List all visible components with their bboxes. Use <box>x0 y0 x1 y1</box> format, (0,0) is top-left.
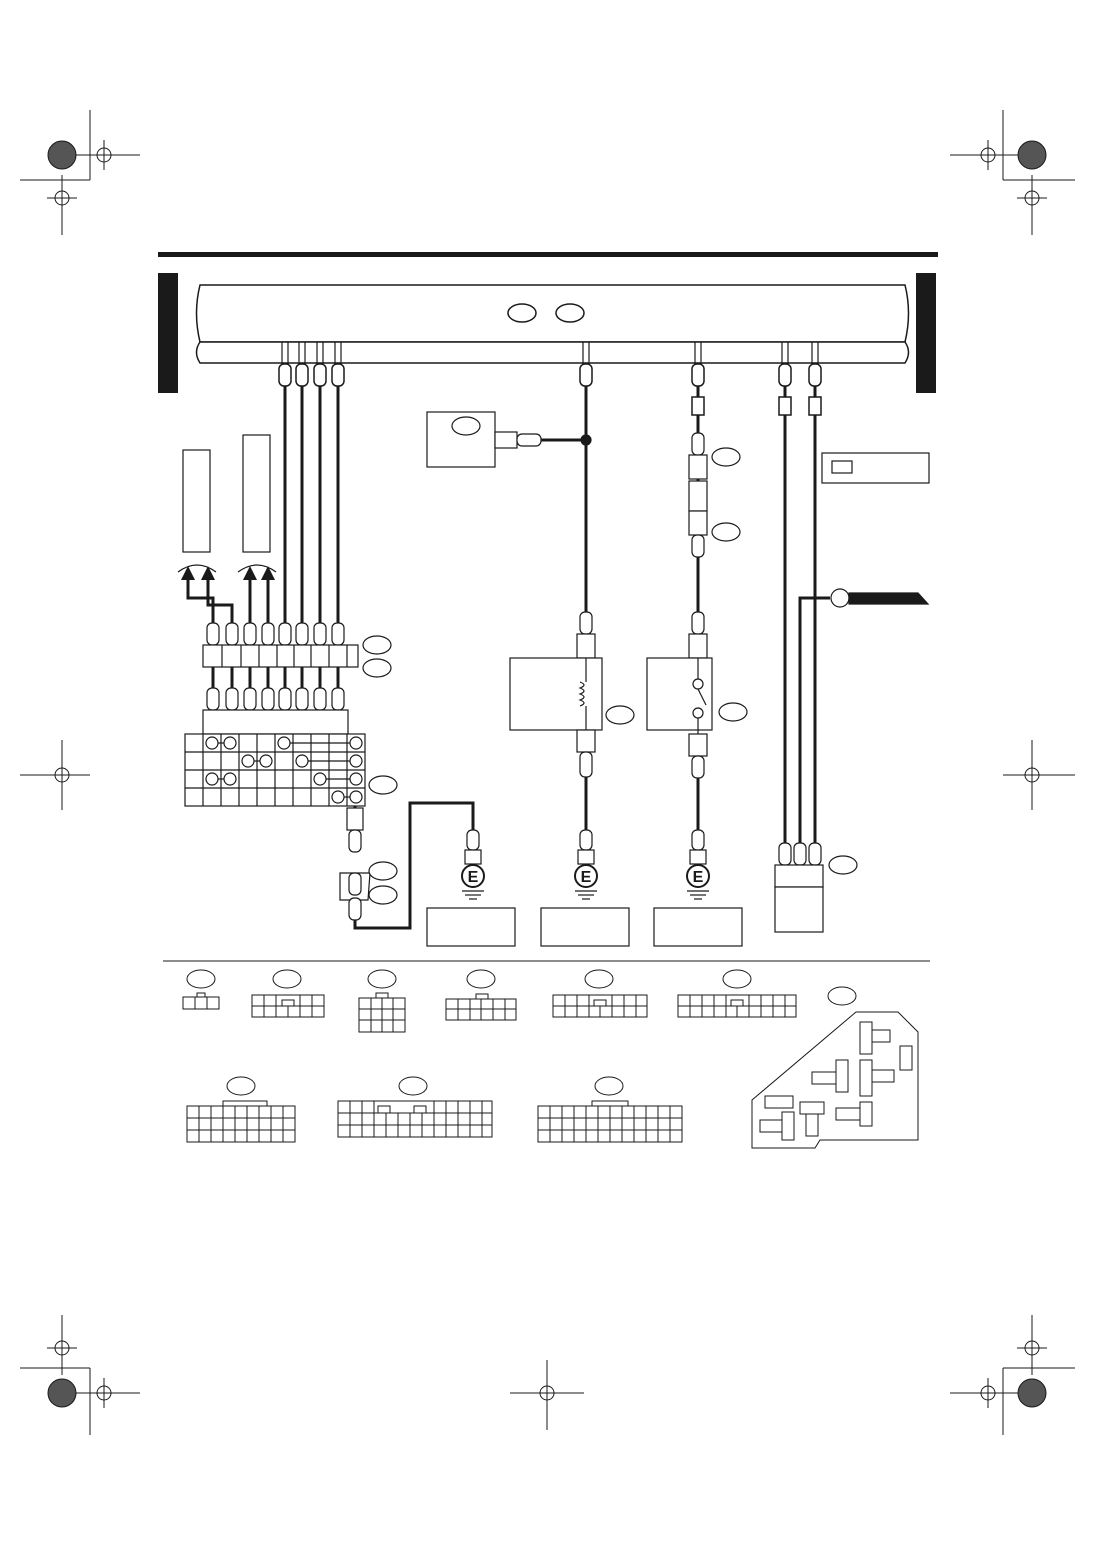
right-side-components <box>774 452 930 933</box>
registration-targets <box>47 140 1047 1408</box>
connector-face-views <box>182 969 919 1149</box>
arrow-up-icon <box>261 566 275 580</box>
destination-box-2 <box>242 434 271 553</box>
crop-mark-bottom-left <box>20 1315 140 1435</box>
terminal-pin <box>778 363 792 387</box>
terminal-pin <box>313 363 327 387</box>
switch-component <box>646 432 748 779</box>
bar-stubs <box>281 342 819 364</box>
signal-arrows <box>181 566 275 580</box>
side-tab-left <box>158 273 178 393</box>
joint-connector-upper-pins <box>206 622 345 646</box>
crop-mark-bottom-center <box>510 1360 584 1430</box>
right-connector-housing <box>774 864 824 888</box>
terminal-pin <box>579 363 593 387</box>
wires <box>186 363 830 930</box>
connector-face-7 <box>186 1076 296 1143</box>
registration-marks <box>20 110 1075 1435</box>
coil-ref-label <box>605 705 635 725</box>
crop-mark-bottom-right <box>950 1315 1075 1435</box>
crop-mark-top-right <box>950 110 1075 235</box>
terminal-pin <box>278 363 292 387</box>
ground-symbol-label-3: E <box>693 869 704 886</box>
terminal-pin <box>691 363 705 387</box>
legend-swatch <box>831 460 853 474</box>
connector-face-1 <box>182 969 220 1010</box>
joint-junctions <box>205 736 363 804</box>
joint-connector-ref-labels <box>362 635 398 905</box>
connector-face-8 <box>337 1076 493 1138</box>
splice-point <box>830 588 850 608</box>
registration-target-bottom-right <box>1017 1378 1047 1408</box>
switch-ref-label-3 <box>718 702 748 722</box>
registration-target-top-left <box>47 140 77 170</box>
crop-mark-top-left <box>20 110 140 235</box>
arrow-up-icon <box>201 566 215 580</box>
ground-symbol-label-2: E <box>581 869 592 886</box>
ground-terminal-3 <box>653 829 743 947</box>
ground-terminals <box>426 829 743 947</box>
terminal-pin <box>691 396 705 416</box>
module-connector-ref-2 <box>555 303 585 323</box>
terminal-pin <box>778 396 792 416</box>
module-connector-ref-1 <box>507 303 537 323</box>
destination-box-1 <box>182 449 211 553</box>
coil-box <box>509 657 603 731</box>
crop-mark-middle-left <box>20 740 90 810</box>
switch-box <box>646 657 713 731</box>
sensor-component <box>426 411 592 468</box>
ground-location-box-1 <box>426 907 516 947</box>
crop-mark-middle-right <box>1003 740 1075 810</box>
joint-connector-lower-pins <box>206 687 345 711</box>
arrow-up-icon <box>243 566 257 580</box>
ground-terminal-2 <box>540 829 630 947</box>
joint-connector-housing-top <box>202 644 359 668</box>
left-destination-boxes <box>177 434 277 573</box>
ground-symbol-label-1: E <box>468 869 479 886</box>
side-tab-right <box>916 273 936 393</box>
connector-face-5 <box>552 969 648 1018</box>
terminal-pin <box>808 363 822 387</box>
ground-location-box-3 <box>653 907 743 947</box>
ground-terminal-1 <box>426 829 516 947</box>
connector-face-10 <box>751 986 919 1149</box>
control-module-bar <box>195 284 910 364</box>
wire-junction-dot <box>580 434 592 446</box>
terminal-pin <box>808 396 822 416</box>
registration-target-top-right <box>1017 140 1047 170</box>
connector-face-6 <box>677 969 797 1018</box>
connector-face-2 <box>251 969 325 1018</box>
connector-face-4 <box>445 969 517 1021</box>
ground-symbol-labels: E E E <box>468 869 704 886</box>
joint-connector-block <box>184 622 371 921</box>
harness-bundle <box>848 592 930 605</box>
joint-ground-connector <box>346 807 364 831</box>
right-connector-ref-label <box>828 855 858 875</box>
connector-face-9 <box>537 1076 683 1143</box>
coil-component <box>509 611 635 778</box>
sensor-ref-label <box>451 416 481 436</box>
arrow-up-icon <box>181 566 195 580</box>
terminal-pin <box>331 363 345 387</box>
right-device-box <box>774 886 824 933</box>
terminal-pins <box>278 363 822 416</box>
legend-box <box>821 452 930 484</box>
terminal-pin <box>295 363 309 387</box>
switch-ref-label-2 <box>711 522 741 542</box>
switch-ref-label-1 <box>711 447 741 467</box>
ground-location-box-2 <box>540 907 630 947</box>
connector-face-3 <box>358 969 406 1033</box>
joint-connector-housing-bottom <box>202 709 349 735</box>
header-rule <box>158 252 938 257</box>
registration-target-bottom-left <box>47 1378 77 1408</box>
